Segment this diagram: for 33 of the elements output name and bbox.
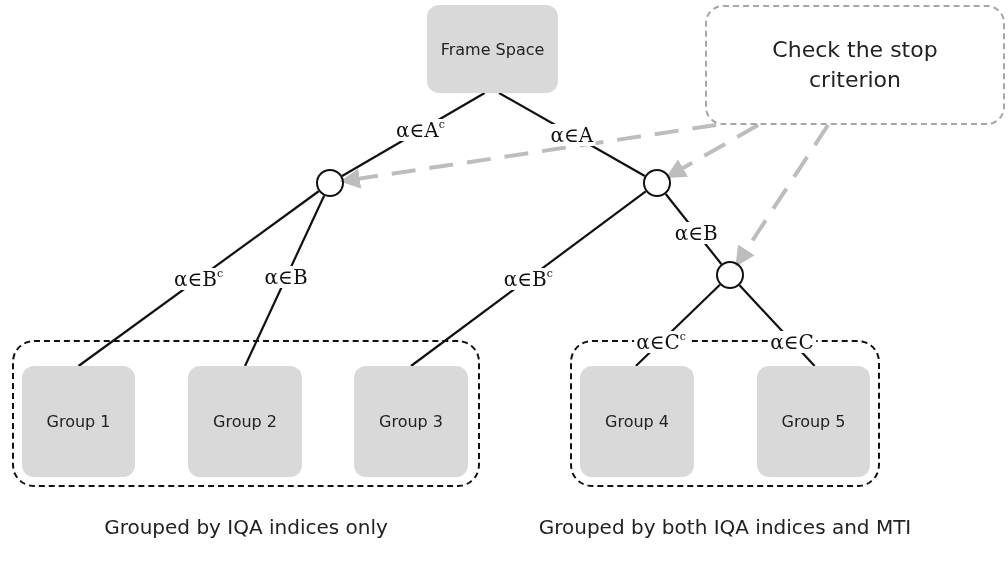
arrow [339,123,717,189]
branch-line [410,190,647,367]
process-box [580,366,694,477]
process-box [188,366,302,477]
process-box [427,5,558,93]
process-box [757,366,870,477]
junction-circle [643,169,671,197]
arrow [665,123,760,178]
arrow [735,123,830,267]
edge-label: α∈B$^{c}$ [501,267,555,290]
box-label: Group 1 [46,412,111,431]
edge-label: α∈B$^{c}$ [172,267,226,290]
process-box [22,366,135,477]
branch-line [77,190,320,367]
edge-label: α∈A [548,123,596,146]
note-text: Check the stop criterion [771,36,939,94]
note-box [705,5,1005,125]
edge-label: α∈B [672,221,720,244]
junction-circle [716,261,744,289]
group-caption: Grouped by both IQA indices and MTI [538,515,912,539]
junction-circle [316,169,344,197]
group-caption: Grouped by IQA indices only [104,515,388,539]
box-label: Group 2 [213,412,277,431]
box-label: Frame Space [440,39,545,59]
process-box [354,366,468,477]
branch-line [244,195,326,367]
box-label: Group 4 [605,412,669,431]
box-label: Group 5 [781,412,846,431]
edge-label: α∈C [768,330,816,353]
box-label: Group 3 [379,412,443,431]
edge-label: α∈A$^{c}$ [394,119,447,142]
edge-label: α∈C$^{c}$ [634,330,688,353]
edge-label: α∈B [262,266,310,289]
